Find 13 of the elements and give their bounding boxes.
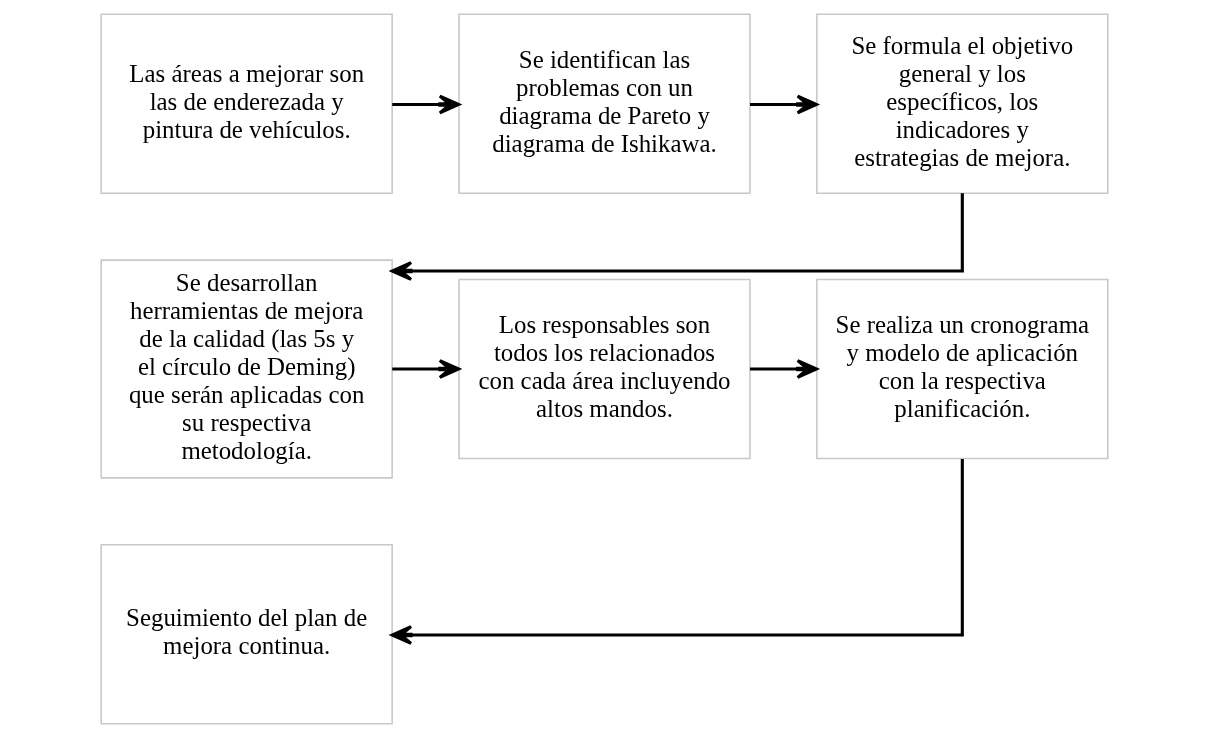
- arrow: [750, 94, 818, 115]
- node-box: Se desarrollan herramientas de mejora de la calidad (las 5s y el círculo de Deming) que serán aplicadas con su respectiva metodología.: [100, 259, 393, 479]
- node-box: Se realiza un cronograma y modelo de aplicación con la respectiva planificación.: [816, 278, 1109, 460]
- node-box: Las áreas a mejorar son las de enderezada y pintura de vehículos.: [100, 13, 393, 194]
- arrow: [392, 359, 461, 379]
- arrow: [390, 459, 964, 645]
- arrow: [390, 193, 964, 281]
- arrow: [750, 359, 818, 379]
- arrow: [392, 94, 461, 115]
- node-box: Los responsables son todos los relacionados con cada área incluyendo altos mandos.: [458, 278, 751, 460]
- node-box: Se formula el objetivo general y los específicos, los indicadores y estrategias de mejora.: [816, 13, 1109, 194]
- node-box: Se identifican las problemas con un diagrama de Pareto y diagrama de Ishikawa.: [458, 13, 751, 194]
- node-box: Seguimiento del plan de mejora continua.: [100, 544, 393, 725]
